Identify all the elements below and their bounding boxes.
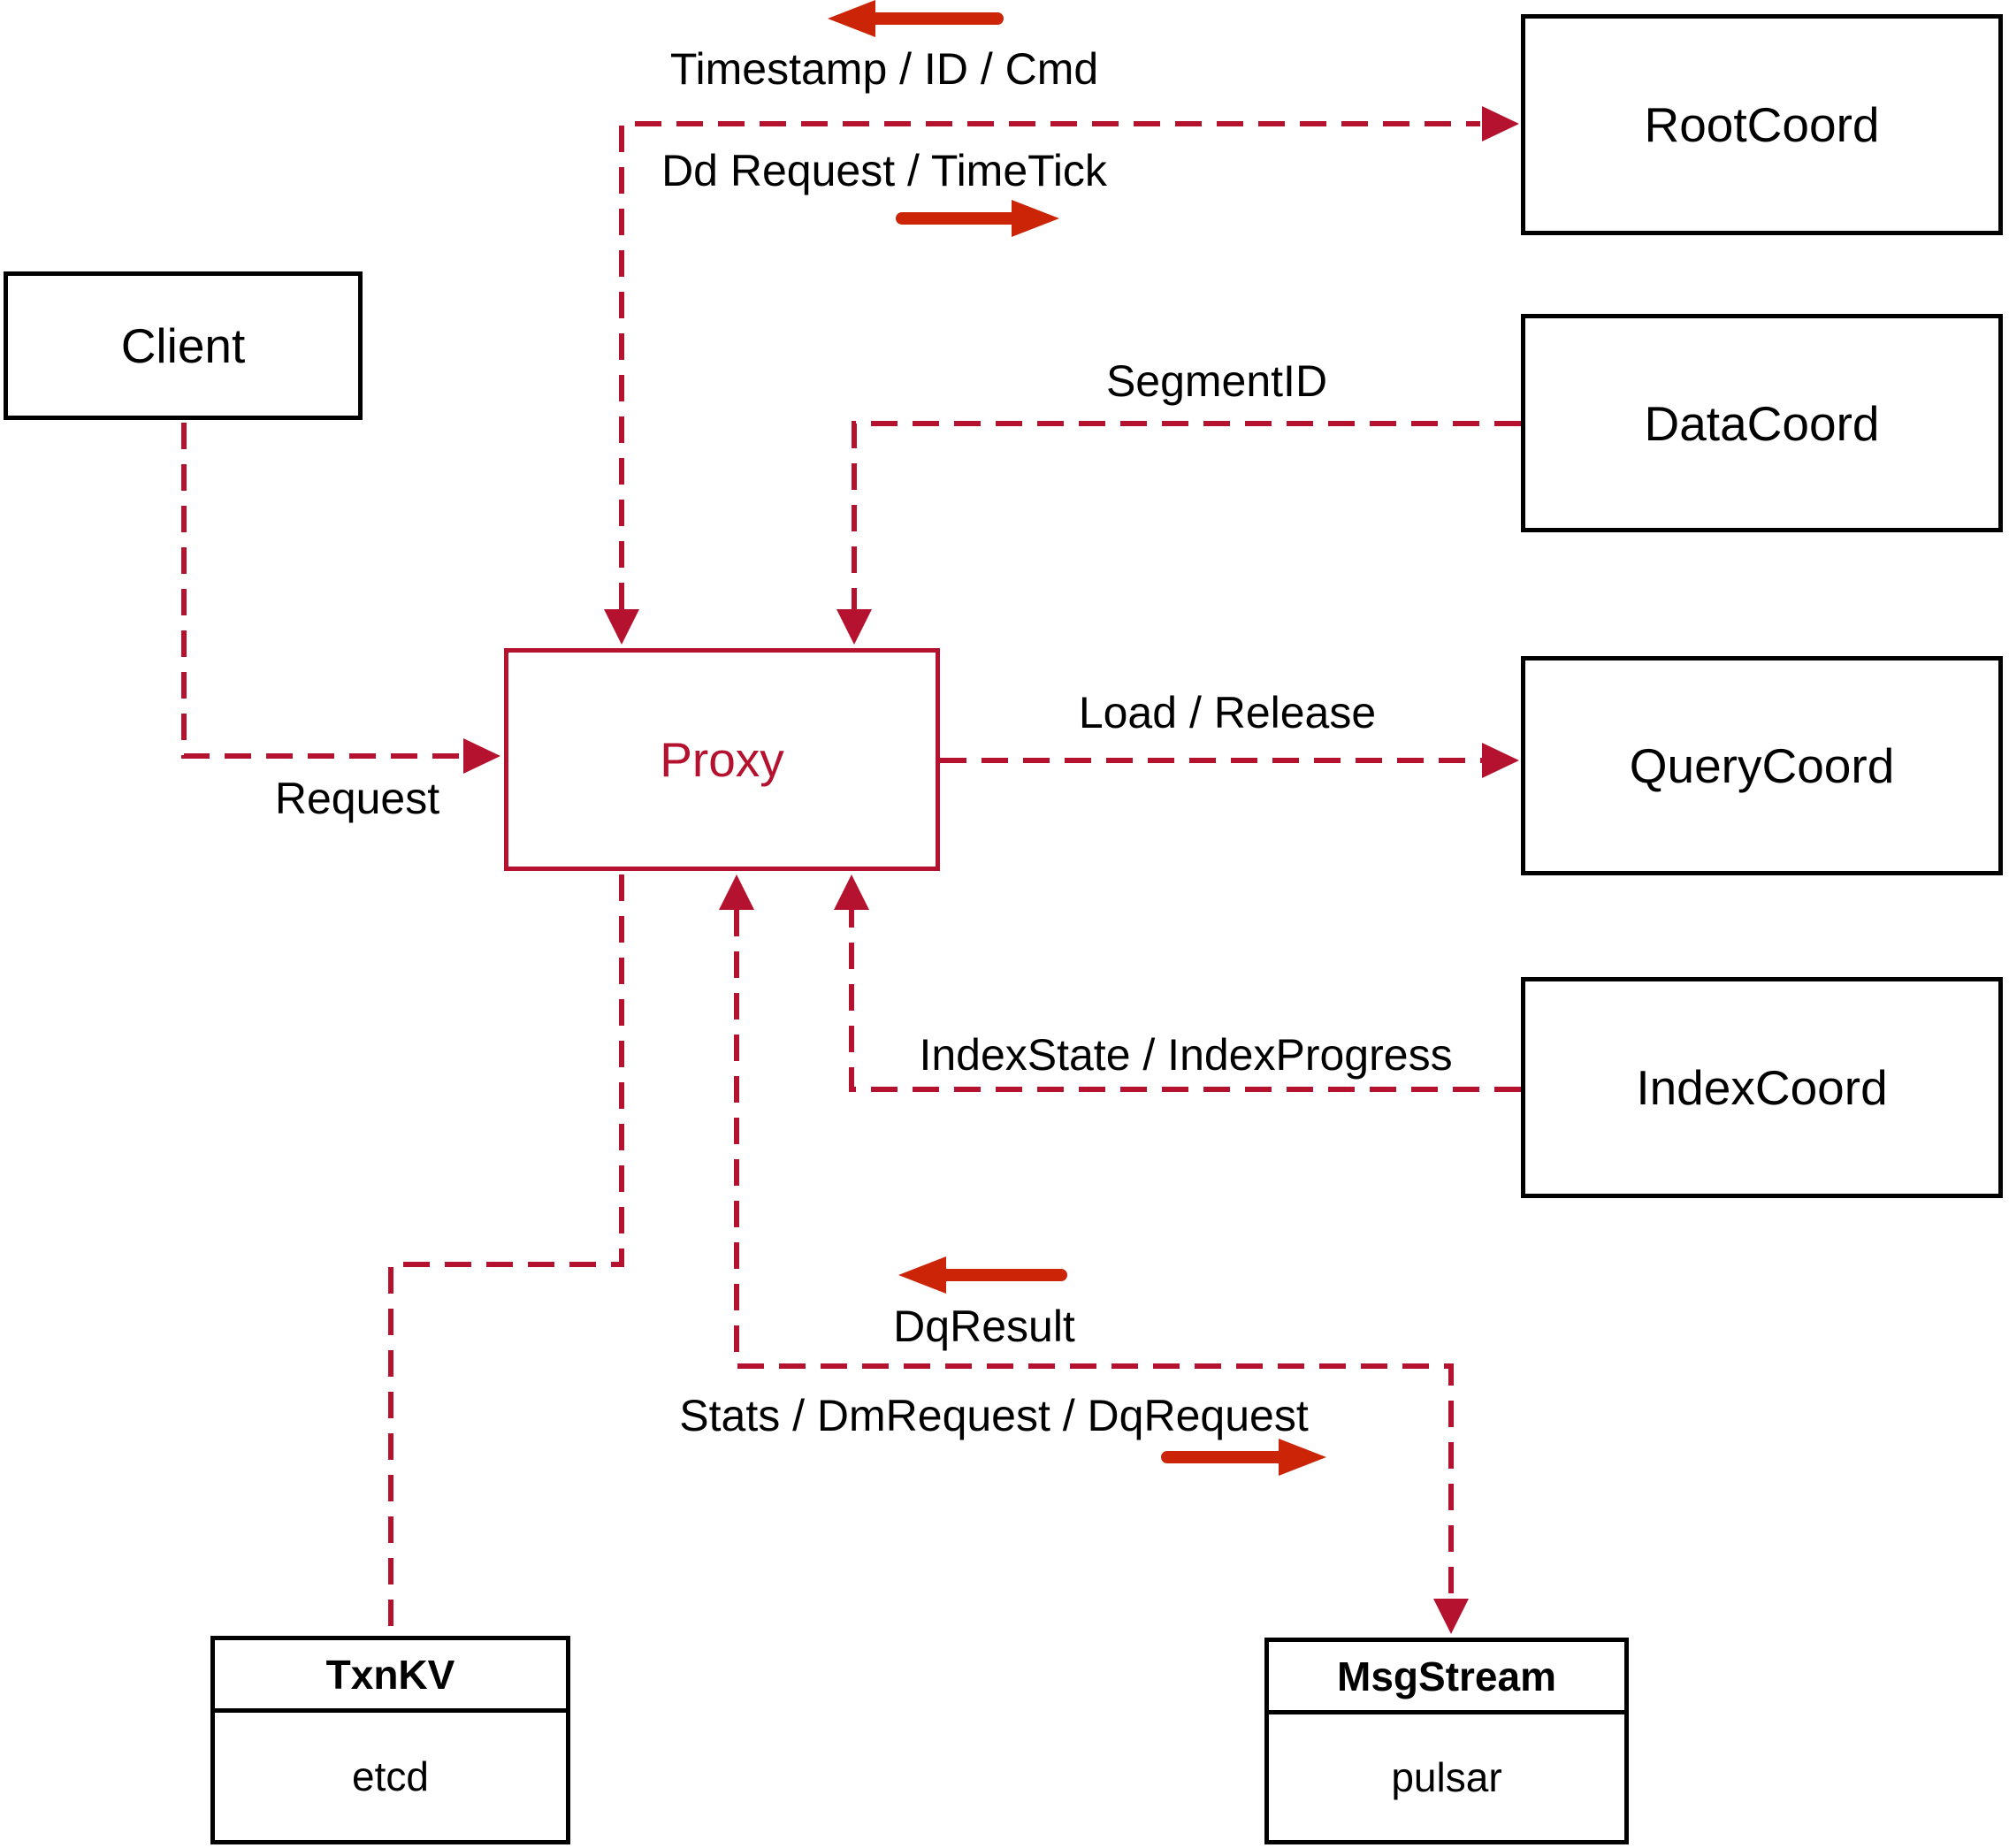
indexstate-edge-label: IndexState / IndexProgress [919, 1030, 1453, 1080]
segmentid-edge-label: SegmentID [1105, 356, 1328, 406]
datacoord-node: DataCoord [1521, 314, 2003, 532]
txnkv-node: TxnKV etcd [210, 1636, 570, 1844]
rootcoord-node: RootCoord [1521, 14, 2003, 235]
dashed-arrowheads [463, 106, 1519, 1634]
arrowhead-into-proxy-top-left [604, 609, 639, 645]
arrowhead-into-proxy-bottom-mid [719, 874, 754, 910]
timestamp-direction-arrow-left [828, 0, 1004, 37]
arrowhead-into-proxy-left [463, 738, 500, 774]
msgstream-title: MsgStream [1269, 1642, 1624, 1714]
indexcoord-node: IndexCoord [1521, 977, 2003, 1198]
stats-edge-label: Stats / DmRequest / DqRequest [679, 1391, 1309, 1440]
arrowhead-into-querycoord [1482, 743, 1519, 778]
ddrequest-edge-label: Dd Request / TimeTick [661, 146, 1107, 195]
indexcoord-label: IndexCoord [1636, 1060, 1888, 1115]
rootcoord-label: RootCoord [1644, 97, 1880, 152]
arrowhead-into-msgstream [1433, 1599, 1469, 1634]
direction-arrows [828, 0, 1326, 1476]
request-edge-label: Request [274, 774, 440, 823]
arrowhead-into-rootcoord [1482, 106, 1519, 141]
txnkv-title: TxnKV [215, 1640, 566, 1713]
datacoord-label: DataCoord [1644, 395, 1880, 451]
txnkv-impl: etcd [352, 1753, 429, 1799]
querycoord-label: QueryCoord [1629, 738, 1895, 793]
edge-client-proxy [181, 423, 463, 759]
edge-indexcoord-proxy [849, 910, 1521, 1092]
querycoord-node: QueryCoord [1521, 656, 2003, 875]
edge-proxy-rootcoord [619, 121, 1480, 609]
arrowhead-into-proxy-top-right [836, 609, 872, 645]
loadrelease-edge-label: Load / Release [1078, 688, 1377, 737]
msgstream-node: MsgStream pulsar [1264, 1638, 1629, 1844]
msgstream-impl: pulsar [1391, 1754, 1502, 1800]
timestamp-edge-label: Timestamp / ID / Cmd [669, 44, 1099, 94]
client-node: Client [4, 271, 363, 420]
stats-direction-arrow-right [1161, 1439, 1326, 1476]
proxy-label: Proxy [660, 732, 784, 787]
client-label: Client [120, 318, 246, 373]
edge-proxy-msgstream [734, 910, 1454, 1599]
ddrequest-direction-arrow-right [896, 200, 1059, 237]
proxy-node: Proxy [504, 648, 940, 871]
edge-proxy-txnkv [388, 874, 624, 1634]
edge-datacoord-proxy [852, 421, 1521, 609]
arrowhead-into-proxy-bottom-right [834, 874, 869, 910]
dqresult-direction-arrow-left [898, 1256, 1067, 1294]
dqresult-edge-label: DqResult [893, 1302, 1075, 1351]
